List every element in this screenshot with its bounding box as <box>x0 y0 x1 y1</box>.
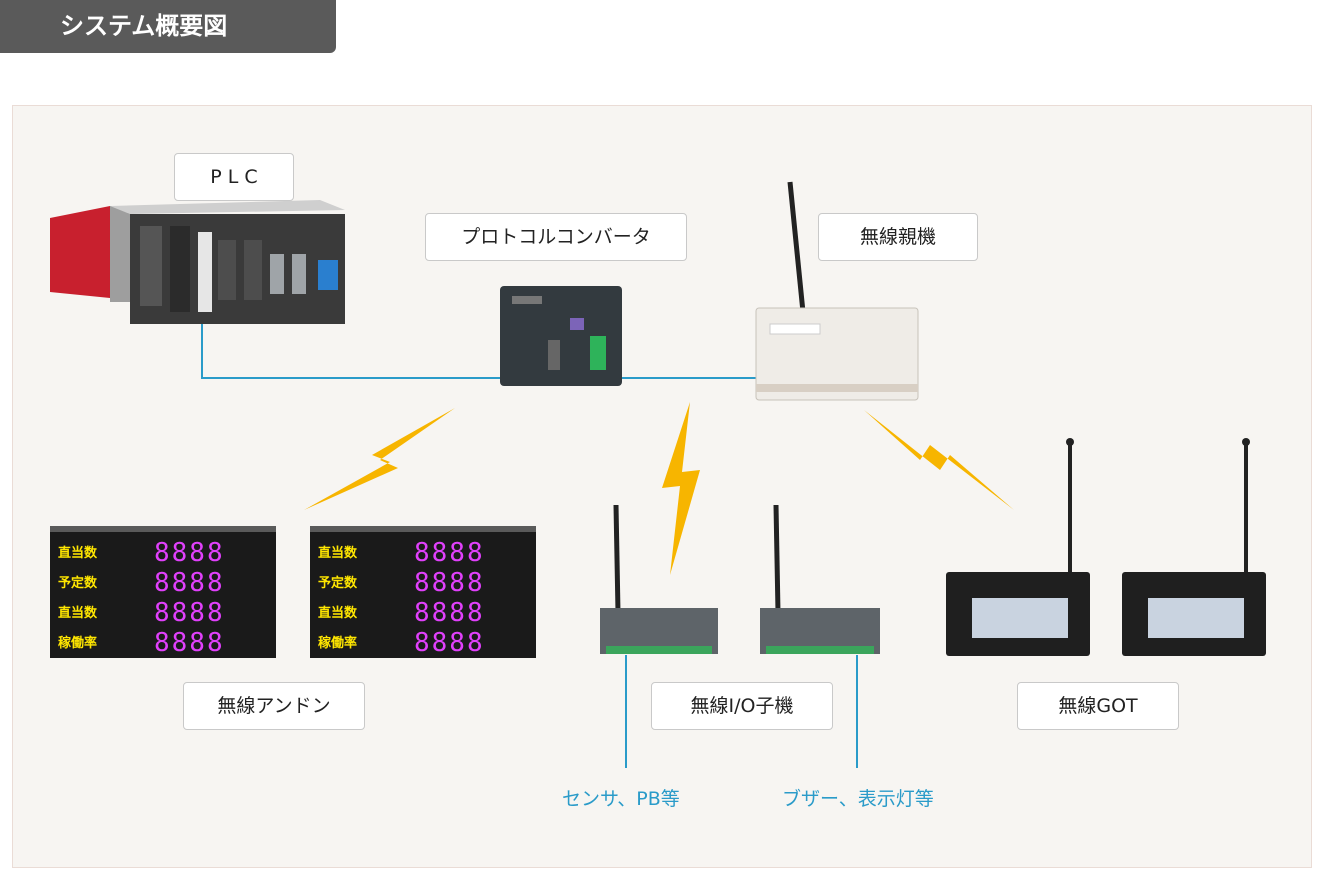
andon-row-value: 8888 <box>414 598 485 628</box>
wireless-io-unit-1 <box>600 504 718 654</box>
andon-row-value: 8888 <box>414 568 485 598</box>
andon-row-label: 予定数 <box>58 576 98 591</box>
plc-wire <box>201 318 500 379</box>
sensor-note: センサ、PB等 <box>562 788 680 810</box>
andon-row-value: 8888 <box>414 538 485 568</box>
andon-labels: 直当数 予定数 直当数 稼働率 <box>318 542 398 662</box>
andon-row-value: 8888 <box>154 538 225 568</box>
page-title: システム概要図 <box>0 0 336 53</box>
wireless-andon-board-2: 直当数 予定数 直当数 稼働率 8888 8888 8888 8888 <box>310 526 536 658</box>
wireless-master-device <box>755 181 919 401</box>
wireless-got-label: 無線GOT <box>1017 682 1179 730</box>
andon-row-value: 8888 <box>154 628 225 658</box>
lightning-bolt-io <box>662 402 700 575</box>
lightning-bolt-andon <box>304 408 455 510</box>
andon-row-label: 直当数 <box>58 606 98 621</box>
plc-label: P L C <box>174 153 294 201</box>
andon-row-label: 予定数 <box>318 576 358 591</box>
wireless-andon-board-1: 直当数 予定数 直当数 稼働率 8888 8888 8888 8888 <box>50 526 276 658</box>
wireless-got-unit-1 <box>946 438 1090 656</box>
protocol-converter-device <box>500 286 622 386</box>
andon-row-value: 8888 <box>414 628 485 658</box>
andon-row-value: 8888 <box>154 598 225 628</box>
wireless-got-unit-2 <box>1122 438 1266 656</box>
andon-row-value: 8888 <box>154 568 225 598</box>
andon-labels: 直当数 予定数 直当数 稼働率 <box>58 542 138 662</box>
lightning-bolt-got <box>864 410 1014 510</box>
andon-row-label: 稼働率 <box>58 636 98 651</box>
wireless-io-label: 無線I/O子機 <box>651 682 833 730</box>
andon-digits: 8888 8888 8888 8888 <box>154 538 270 658</box>
buzzer-note: ブザー、表示灯等 <box>782 788 934 810</box>
wireless-io-unit-2 <box>760 504 880 654</box>
andon-digits: 8888 8888 8888 8888 <box>414 538 530 658</box>
protocol-converter-label: プロトコルコンバータ <box>425 213 687 261</box>
plc-device <box>50 200 345 324</box>
andon-row-label: 稼働率 <box>318 636 358 651</box>
wireless-master-label: 無線親機 <box>818 213 978 261</box>
andon-row-label: 直当数 <box>318 546 358 561</box>
andon-row-label: 直当数 <box>318 606 358 621</box>
wireless-andon-label: 無線アンドン <box>183 682 365 730</box>
andon-row-label: 直当数 <box>58 546 98 561</box>
